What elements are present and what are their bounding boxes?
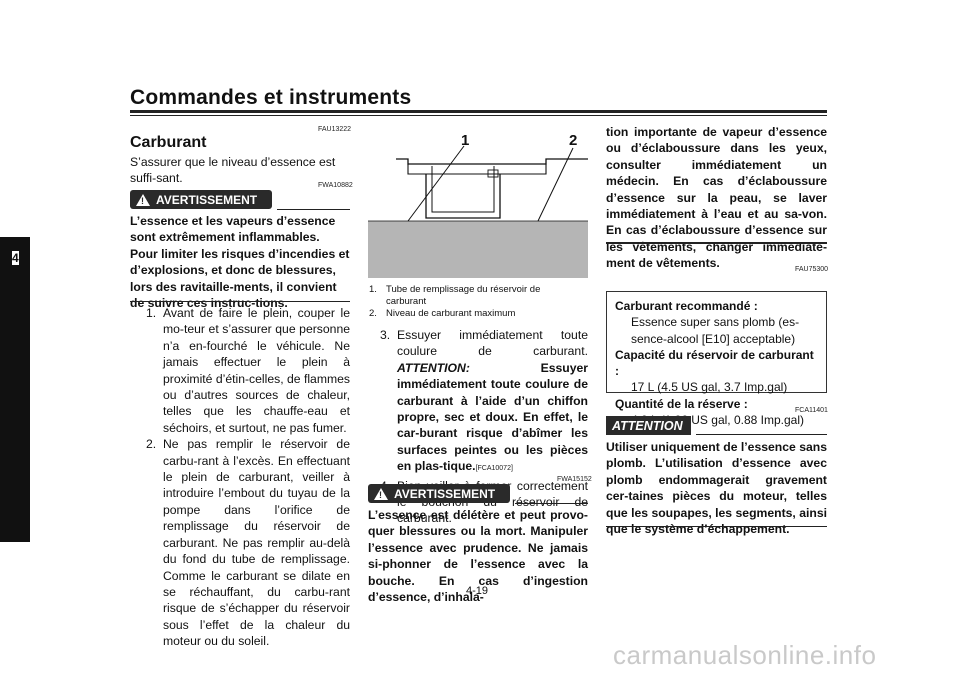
attention-end-rule: [606, 526, 827, 527]
fuel-level-area: [368, 221, 588, 278]
page-number: 4-19: [466, 585, 489, 597]
section-code: FAU13222: [318, 126, 352, 133]
figure-captions: 1. Tube de remplissage du réservoir de ca…: [369, 284, 576, 320]
warning-text-2: L’essence est délétère et peut provo-que…: [368, 508, 588, 605]
spec-reserve-label: Quantité de la réserve :: [615, 396, 748, 411]
spec-code: FAU75300: [795, 266, 829, 273]
fuel-spec-box: Carburant recommandé : Essence super san…: [606, 291, 827, 427]
spec-capacity-label: Capacité du réservoir de carburant :: [615, 347, 814, 379]
attention-code: [FCA10072]: [475, 465, 513, 473]
attention-inline-text: Essuyer immédiatement toute coulure de c…: [397, 360, 588, 474]
list-number: 3.: [380, 328, 391, 342]
caption-number: 2.: [369, 308, 377, 319]
attention-text: Utiliser uniquement de l’essence sans pl…: [606, 440, 827, 537]
attention-rule: [696, 434, 827, 435]
watermark: carmanualsonline.info: [613, 640, 877, 670]
chapter-number: 4: [12, 251, 19, 265]
fuel-tank-diagram: [368, 126, 588, 278]
list-item: 2. Ne pas remplir le réservoir de carbu-…: [146, 436, 350, 649]
chapter-side-tab: [0, 237, 30, 542]
list-item: 1. Avant de faire le plein, couper le mo…: [146, 305, 350, 436]
caption-number: 1.: [369, 284, 377, 295]
caption-text: Tube de remplissage du réservoir de carb…: [386, 284, 541, 307]
list-number: 1.: [146, 306, 157, 320]
warning-triangle-icon: !: [136, 193, 150, 206]
figure-label-1: 1: [461, 132, 470, 149]
spec-fuel-label: Carburant recommandé :: [615, 299, 758, 313]
list-item: 3. Essuyer immédiatement toute coulure d…: [380, 327, 588, 478]
warning-end-rule-2: [606, 242, 827, 244]
warning-label: AVERTISSEMENT: [156, 192, 258, 207]
list-text: Ne pas remplir le réservoir de carbu-ran…: [163, 437, 350, 649]
warning-triangle-icon: !: [374, 487, 388, 500]
warning-label: AVERTISSEMENT: [394, 486, 496, 501]
section-heading: Carburant: [130, 134, 207, 151]
steps-list: 1. Avant de faire le plein, couper le mo…: [146, 305, 350, 650]
warning-text-continued: tion importante de vapeur d’essence ou d…: [606, 125, 827, 271]
header-rule: [130, 110, 827, 113]
page-header-title: Commandes et instruments: [130, 86, 412, 109]
attention-code-2: FCA11401: [795, 407, 828, 414]
warning-badge-2: ! AVERTISSEMENT: [368, 484, 510, 503]
warning-end-rule: [130, 301, 350, 302]
list-number: 2.: [146, 437, 157, 452]
attention-inline-label: ATTENTION:: [397, 360, 470, 375]
warning-badge: ! AVERTISSEMENT: [130, 190, 272, 209]
caption-item: 1. Tube de remplissage du réservoir de ca…: [369, 284, 576, 308]
warning-rule: [277, 209, 350, 210]
figure-label-2: 2: [569, 132, 578, 149]
caption-text: Niveau de carburant maximum: [386, 308, 516, 319]
list-text: Essuyer immédiatement toute coulure de c…: [397, 328, 588, 359]
attention-label: ATTENTION: [612, 418, 683, 433]
warning-text: L’essence et les vapeurs d’essence sont …: [130, 214, 350, 311]
attention-badge: ATTENTION: [606, 416, 691, 435]
header-rule-thin: [130, 115, 827, 116]
caption-item: 2. Niveau de carburant maximum: [369, 308, 576, 320]
spec-fuel-value: Essence super sans plomb (es-sence-alcoo…: [631, 315, 800, 346]
spec-capacity-value: 17 L (4.5 US gal, 3.7 Imp.gal): [631, 380, 788, 395]
warning-rule-2: [515, 503, 588, 504]
warning-code: FWA10882: [318, 182, 353, 189]
list-text: Avant de faire le plein, couper le mo-te…: [163, 306, 350, 435]
intro-paragraph: S’assurer que le niveau d’essence est su…: [130, 155, 336, 186]
warning-code-2: FWA15152: [557, 476, 592, 483]
